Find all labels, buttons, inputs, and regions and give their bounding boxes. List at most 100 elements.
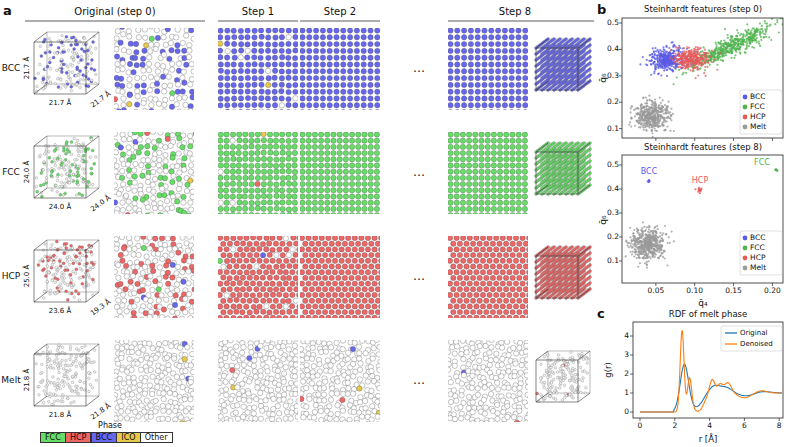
atom bbox=[468, 69, 473, 74]
atom bbox=[279, 109, 284, 114]
atom bbox=[252, 96, 257, 101]
atom bbox=[121, 214, 126, 219]
atom bbox=[67, 49, 70, 52]
atom bbox=[218, 28, 223, 33]
atom bbox=[238, 48, 243, 53]
atom bbox=[313, 35, 318, 40]
atom bbox=[395, 62, 400, 67]
atom bbox=[183, 33, 188, 38]
atom bbox=[128, 124, 133, 129]
atom bbox=[176, 95, 181, 100]
atom bbox=[516, 75, 521, 80]
atom bbox=[86, 70, 89, 73]
atom bbox=[225, 28, 230, 33]
atom bbox=[164, 198, 169, 203]
atom bbox=[341, 69, 346, 74]
atom bbox=[146, 67, 151, 72]
atom bbox=[495, 41, 500, 46]
atom bbox=[119, 24, 124, 29]
atom bbox=[177, 170, 182, 175]
atom bbox=[553, 53, 556, 56]
atom bbox=[224, 55, 229, 60]
atom bbox=[547, 71, 550, 74]
atom bbox=[265, 96, 270, 101]
atom bbox=[306, 116, 311, 121]
atom bbox=[191, 36, 196, 41]
atom bbox=[155, 88, 160, 93]
atom bbox=[136, 150, 141, 155]
atom bbox=[320, 48, 325, 53]
atom bbox=[121, 137, 126, 142]
atom bbox=[70, 44, 73, 47]
atom bbox=[516, 62, 521, 67]
atom-slice bbox=[111, 129, 208, 226]
atom bbox=[293, 28, 298, 33]
atom bbox=[375, 116, 380, 121]
atom bbox=[461, 89, 466, 94]
atom bbox=[35, 177, 38, 180]
atom bbox=[126, 167, 131, 172]
atom bbox=[195, 142, 200, 147]
atom bbox=[293, 123, 298, 128]
atom bbox=[174, 117, 179, 122]
atom bbox=[45, 177, 48, 180]
atom bbox=[154, 81, 159, 86]
atom bbox=[51, 189, 54, 192]
atom bbox=[455, 28, 460, 33]
atom bbox=[286, 75, 291, 80]
atom bbox=[125, 212, 130, 217]
atom bbox=[182, 156, 187, 161]
atom bbox=[529, 75, 534, 80]
atom bbox=[245, 48, 250, 53]
atom bbox=[231, 75, 236, 80]
atom bbox=[203, 194, 208, 199]
atom bbox=[327, 82, 332, 87]
atom bbox=[195, 157, 200, 162]
simulation-box bbox=[535, 38, 592, 92]
atom bbox=[120, 66, 125, 71]
atom bbox=[482, 69, 487, 74]
atom bbox=[90, 172, 93, 175]
atom bbox=[218, 132, 223, 137]
atom bbox=[225, 109, 230, 114]
atom bbox=[347, 116, 352, 121]
atom bbox=[181, 200, 186, 205]
atom bbox=[170, 132, 175, 137]
atom bbox=[231, 28, 236, 33]
atom bbox=[468, 28, 473, 33]
atom bbox=[132, 168, 137, 173]
atom bbox=[461, 69, 466, 74]
atom bbox=[307, 75, 312, 80]
atom bbox=[64, 86, 67, 89]
atom bbox=[523, 96, 528, 101]
atom bbox=[77, 184, 80, 187]
atom bbox=[145, 158, 150, 163]
atom bbox=[375, 69, 380, 74]
atom bbox=[375, 75, 380, 80]
atom bbox=[65, 152, 68, 155]
atom bbox=[163, 69, 168, 74]
atom bbox=[286, 55, 291, 60]
atom bbox=[54, 82, 57, 85]
atom bbox=[175, 163, 180, 168]
atom bbox=[111, 158, 116, 163]
atom bbox=[190, 194, 195, 199]
atom bbox=[375, 55, 380, 60]
atom bbox=[286, 83, 291, 88]
atom bbox=[489, 82, 494, 87]
atom bbox=[179, 115, 184, 120]
atom bbox=[252, 102, 257, 107]
atom bbox=[565, 59, 568, 62]
atom bbox=[126, 34, 131, 39]
atom bbox=[154, 27, 159, 32]
atom bbox=[142, 48, 147, 53]
atom bbox=[57, 46, 60, 49]
atom bbox=[197, 80, 202, 85]
atom bbox=[138, 144, 143, 149]
atom bbox=[536, 109, 541, 114]
atom bbox=[76, 83, 79, 86]
atom bbox=[327, 62, 332, 67]
atom bbox=[62, 84, 65, 87]
atom bbox=[43, 161, 46, 164]
atom bbox=[112, 97, 117, 102]
